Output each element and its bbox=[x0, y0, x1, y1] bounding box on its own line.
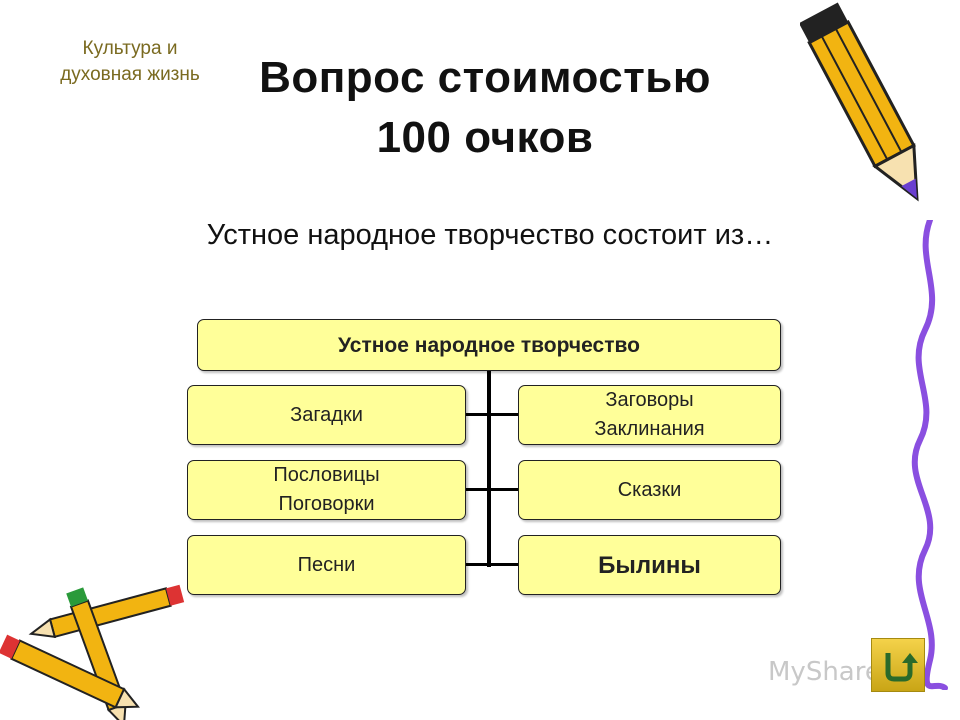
connector-branch-2 bbox=[464, 488, 518, 491]
node-spells: Заговоры Заклинания bbox=[518, 385, 781, 445]
node-tales: Сказки bbox=[518, 460, 781, 520]
diagram-root-node: Устное народное творчество bbox=[197, 319, 781, 371]
return-arrow-icon bbox=[885, 653, 918, 682]
pencil-icon bbox=[800, 2, 919, 202]
squiggle-decoration bbox=[911, 220, 948, 690]
connector-trunk bbox=[487, 369, 491, 567]
node-proverbs: Пословицы Поговорки bbox=[187, 460, 466, 520]
title-line-2: 100 очков bbox=[376, 113, 594, 162]
node-bylinas: Былины bbox=[518, 535, 781, 595]
slide-title: Вопрос стоимостью 100 очков bbox=[230, 48, 740, 168]
node-songs: Песни bbox=[187, 535, 466, 595]
node-riddles: Загадки bbox=[187, 385, 466, 445]
connector-branch-1 bbox=[464, 413, 518, 416]
return-button[interactable] bbox=[871, 638, 925, 692]
pencils-icon bbox=[0, 584, 185, 720]
topic-label: Культура и духовная жизнь bbox=[60, 38, 200, 85]
question-text: Устное народное творчество состоит из… bbox=[206, 219, 774, 251]
title-line-1: Вопрос стоимостью bbox=[259, 53, 711, 102]
connector-branch-3 bbox=[464, 563, 518, 566]
